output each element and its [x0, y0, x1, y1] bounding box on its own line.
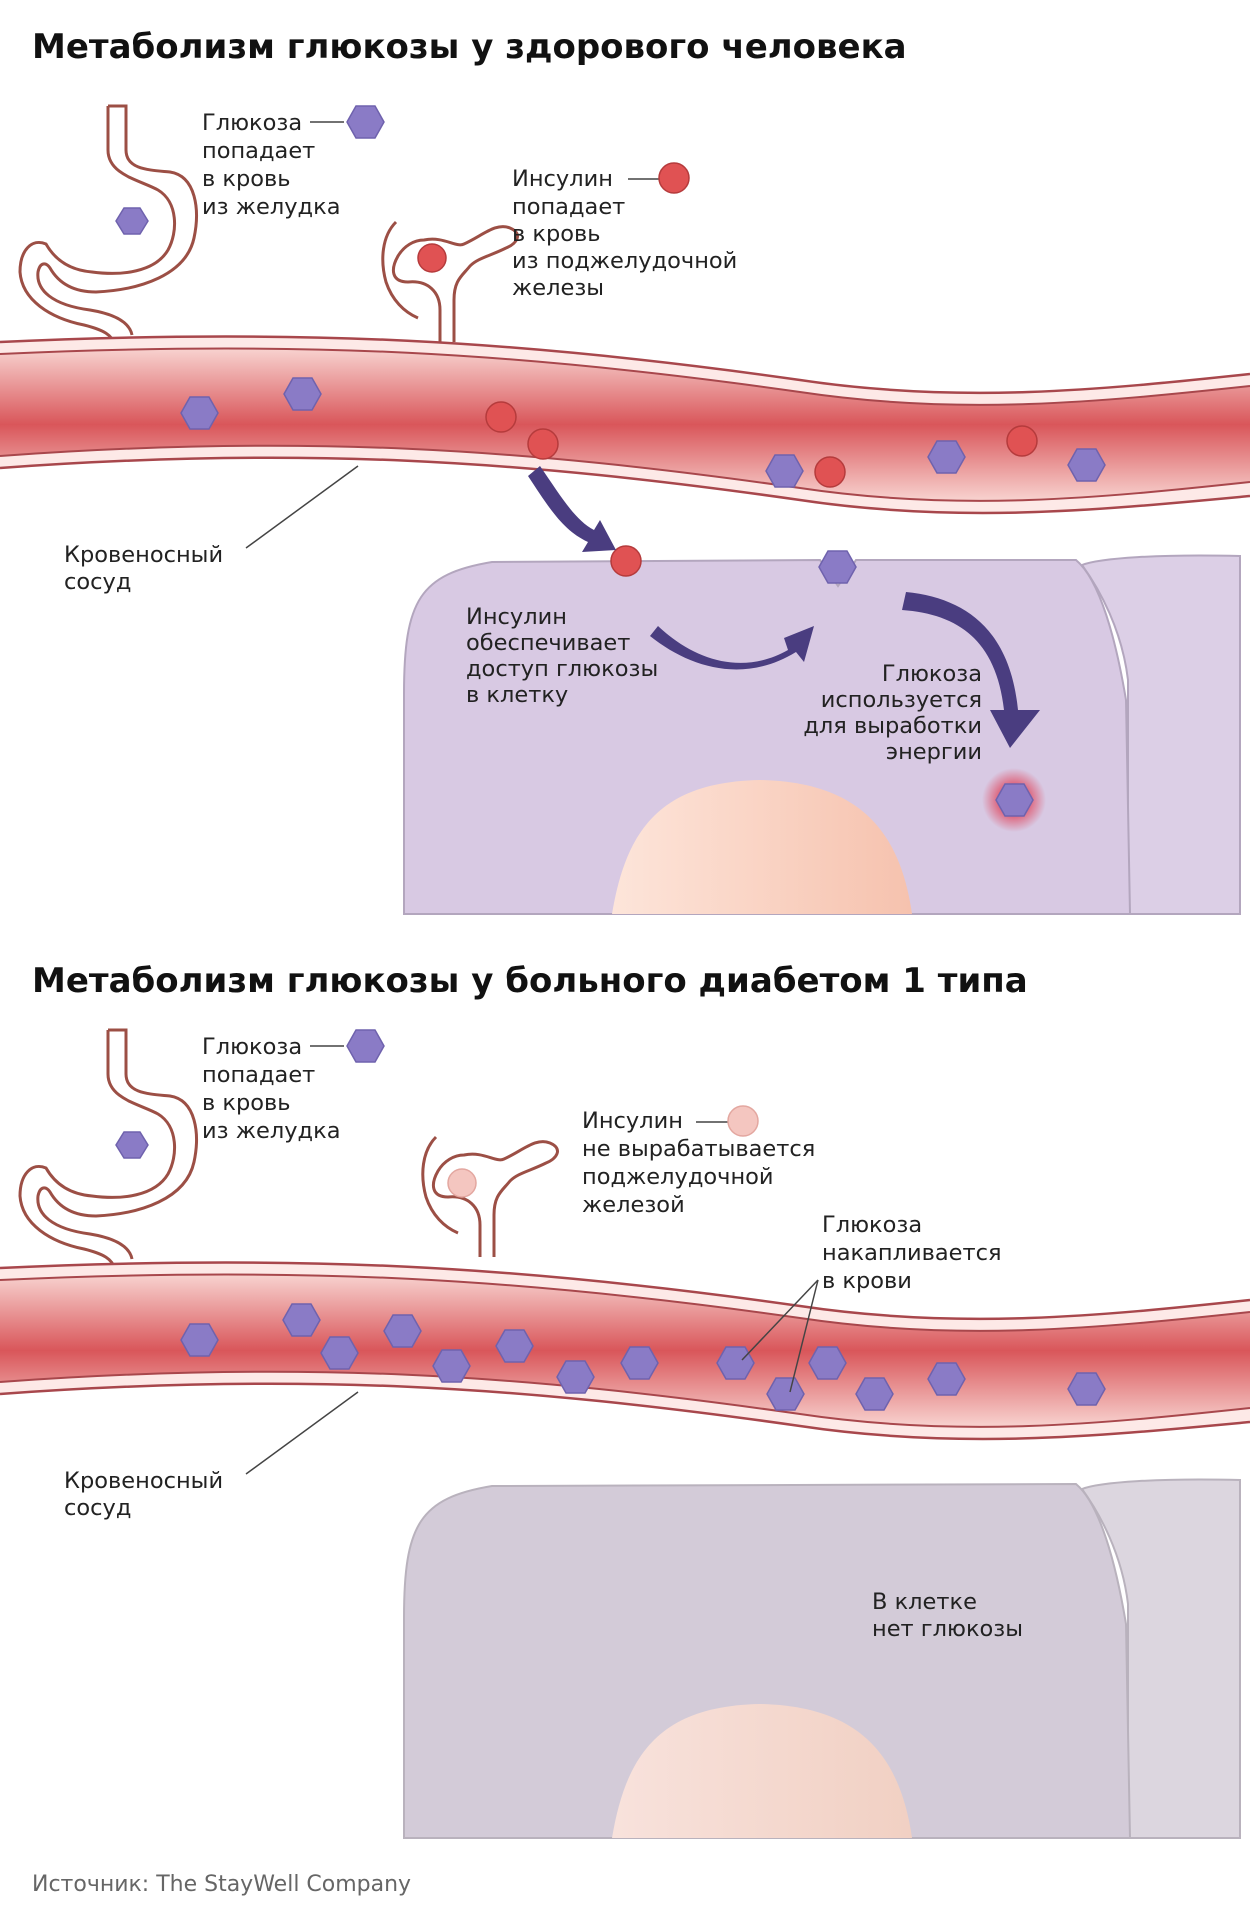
svg-text:сосуд: сосуд — [64, 569, 131, 595]
svg-text:в кровь: в кровь — [202, 1090, 291, 1116]
svg-text:в крови: в крови — [822, 1268, 912, 1294]
arrow-icon — [528, 466, 616, 552]
glucose-hexagon — [995, 783, 1034, 817]
pancreas-icon — [381, 220, 519, 342]
cell-nucleus — [612, 780, 912, 914]
glucose-hexagon — [818, 550, 857, 584]
insulin-absent-circle — [727, 1105, 759, 1137]
svg-text:Инсулин: Инсулин — [466, 604, 567, 630]
svg-text:Глюкоза: Глюкоза — [202, 110, 302, 136]
glucose-hexagon — [115, 207, 149, 235]
insulin-in-blood — [485, 401, 1038, 488]
access-label: Инсулин обеспечивает доступ глюкозы в кл… — [466, 604, 658, 708]
cell-healthy-right — [1080, 554, 1241, 915]
svg-text:сосуд: сосуд — [64, 1495, 131, 1521]
stomach-icon — [18, 104, 198, 346]
insulin-circle — [417, 243, 447, 273]
svg-text:Кровеносный: Кровеносный — [64, 1468, 223, 1494]
svg-text:Глюкоза: Глюкоза — [822, 1212, 922, 1238]
section-diabetes: Метаболизм глюкозы у больного диабетом 1… — [0, 961, 1250, 1839]
stomach-label: Глюкоза попадает в кровь из желудка — [202, 110, 340, 220]
svg-text:для выработки: для выработки — [803, 713, 982, 739]
accumulate-pointer-lines — [741, 1279, 819, 1393]
svg-text:доступ глюкозы: доступ глюкозы — [466, 656, 658, 682]
svg-text:Инсулин: Инсулин — [512, 166, 613, 192]
pancreas-icon — [421, 1135, 559, 1257]
cell-diabetic — [403, 1482, 1132, 1839]
glucose-hexagon — [346, 1029, 385, 1063]
svg-text:не вырабатывается: не вырабатывается — [582, 1136, 815, 1162]
svg-text:железой: железой — [582, 1192, 685, 1218]
energy-label: Глюкоза используется для выработки энерг… — [803, 661, 982, 765]
svg-text:попадает: попадает — [202, 138, 315, 164]
stomach-label: Глюкоза попадает в кровь из желудка — [202, 1034, 340, 1144]
svg-text:В клетке: В клетке — [872, 1589, 977, 1615]
svg-text:используется: используется — [821, 687, 982, 713]
cell-label: В клетке нет глюкозы — [872, 1589, 1023, 1642]
cell-nucleus — [612, 1704, 912, 1838]
vessel-label: Кровеносный сосуд — [64, 1468, 223, 1521]
arrow-icon — [650, 626, 814, 670]
svg-text:Инсулин: Инсулин — [582, 1108, 683, 1134]
arrow-icon — [902, 592, 1040, 748]
insulin-label: Инсулин попадает в кровь из поджелудочно… — [512, 166, 737, 301]
svg-text:железы: железы — [512, 275, 604, 301]
svg-text:попадает: попадает — [202, 1062, 315, 1088]
svg-text:в кровь: в кровь — [202, 166, 291, 192]
accumulate-label: Глюкоза накапливается в крови — [822, 1212, 1002, 1294]
svg-text:энергии: энергии — [886, 739, 982, 765]
glucose-in-blood — [180, 377, 1106, 488]
svg-text:обеспечивает: обеспечивает — [466, 630, 630, 656]
glucose-in-blood — [180, 1303, 1106, 1411]
glucose-hexagon — [115, 1131, 149, 1159]
section-title-healthy: Метаболизм глюкозы у здорового человека — [32, 27, 907, 67]
source-caption: Источник: The StayWell Company — [32, 1872, 411, 1897]
svg-text:из желудка: из желудка — [202, 194, 340, 220]
svg-text:поджелудочной: поджелудочной — [582, 1164, 774, 1190]
stomach-icon — [18, 1028, 198, 1270]
svg-text:Кровеносный: Кровеносный — [64, 542, 223, 568]
section-healthy: Метаболизм глюкозы у здорового человека … — [0, 27, 1250, 915]
section-title-diabetes: Метаболизм глюкозы у больного диабетом 1… — [32, 961, 1028, 1001]
glucose-hexagon — [346, 105, 385, 139]
insulin-receptor-circle — [610, 545, 642, 577]
insulin-circle — [658, 162, 690, 194]
svg-text:из поджелудочной: из поджелудочной — [512, 248, 737, 274]
leader-line — [245, 1391, 359, 1475]
svg-text:в кровь: в кровь — [512, 221, 601, 247]
insulin-absent-circle — [447, 1168, 477, 1198]
svg-text:накапливается: накапливается — [822, 1240, 1002, 1266]
leader-line — [245, 465, 359, 549]
svg-text:в клетку: в клетку — [466, 682, 568, 708]
svg-text:из желудка: из желудка — [202, 1118, 340, 1144]
insulin-label: Инсулин не вырабатывается поджелудочной … — [582, 1108, 815, 1218]
svg-text:Глюкоза: Глюкоза — [882, 661, 982, 687]
svg-text:попадает: попадает — [512, 194, 625, 220]
vessel-label: Кровеносный сосуд — [64, 542, 223, 595]
svg-text:Глюкоза: Глюкоза — [202, 1034, 302, 1060]
cell-diabetic-right — [1080, 1478, 1241, 1839]
svg-text:нет глюкозы: нет глюкозы — [872, 1616, 1023, 1642]
